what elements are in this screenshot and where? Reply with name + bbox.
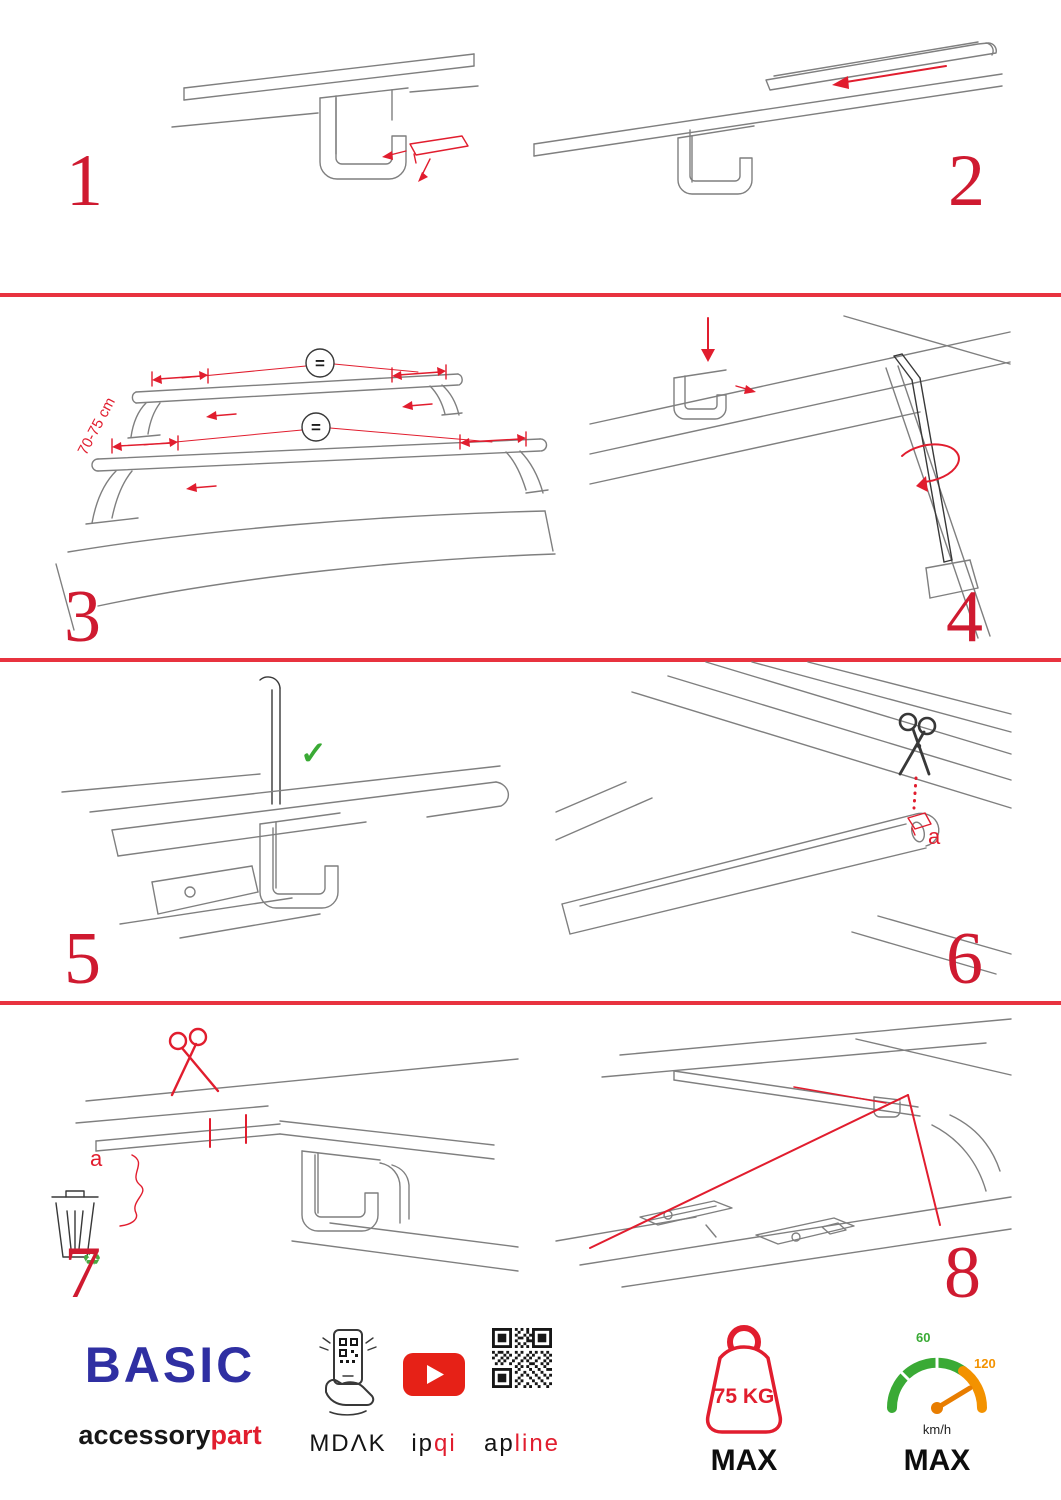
apline-red-text: line [514, 1430, 561, 1457]
crossbar-clamp [279, 1120, 495, 1232]
slide-direction-arrow [832, 65, 947, 89]
step-3-illustration: = = 70-75 cm [55, 348, 556, 631]
brand-logo-basic: BASIC [84, 1337, 256, 1393]
mounting-clamp [259, 812, 341, 909]
roof-slats [555, 661, 1012, 975]
cut-label: a [928, 824, 941, 849]
step-6-illustration: a [555, 661, 1012, 975]
step-7-illustration: a ♻ [51, 1027, 519, 1272]
ipqi-black-text: ip [411, 1430, 434, 1457]
step-1-illustration [171, 53, 479, 182]
discard-squiggle [119, 1154, 144, 1227]
alignment-lines [589, 1086, 941, 1249]
recycle-icon: ♻ [82, 1245, 102, 1270]
weight-value: 75 KG [714, 1385, 775, 1408]
mounting-clamp [677, 125, 755, 195]
step-2-number: 2 [948, 140, 985, 222]
car-roof [555, 1018, 1012, 1288]
ipqi-red-text: qi [434, 1430, 457, 1457]
speed-low-tick: 60 [916, 1330, 930, 1345]
apline-black-text: ap [483, 1430, 515, 1457]
step-8-illustration [555, 1018, 1012, 1288]
car-roof [55, 510, 556, 631]
roof-rail [171, 53, 479, 128]
weight-max-label: MAX [710, 1444, 778, 1477]
cut-label: a [90, 1146, 103, 1171]
equals-symbol: = [311, 418, 321, 437]
excess-strip [907, 812, 932, 836]
rubber-pad [382, 135, 469, 182]
partner-mdak-label: MDΛK [309, 1430, 387, 1457]
step-3-number: 3 [64, 576, 101, 658]
partner-apline-label: apline [470, 1430, 574, 1458]
speed-unit-label: km/h [922, 1422, 952, 1437]
cut-marks [209, 1114, 247, 1148]
car-roof [75, 1058, 519, 1272]
cover-strip [765, 41, 997, 91]
cut-line [912, 776, 918, 810]
section-divider [0, 658, 1061, 662]
equals-badge: = [181, 348, 419, 379]
step-2-illustration [533, 41, 1003, 195]
mounting-foot [119, 865, 321, 939]
speedometer-needle [934, 1385, 973, 1411]
mounting-clamp [673, 369, 727, 420]
brand-accessory-text: accessory [78, 1420, 211, 1450]
brand-accessorypart: accessorypart [46, 1420, 294, 1451]
step-6-number: 6 [946, 918, 983, 1000]
car-roof [589, 315, 1011, 639]
scissors-icon [898, 712, 937, 776]
step-8-number: 8 [944, 1232, 981, 1314]
trash-bin-icon [51, 1190, 99, 1258]
qr-code-icon [492, 1328, 552, 1388]
step-4-illustration [589, 315, 1011, 639]
qr-on-phone [339, 1338, 358, 1363]
section-divider [0, 293, 1061, 297]
partner-ipqi-label: ipqi [398, 1430, 470, 1458]
allen-key [893, 353, 953, 563]
weight-limit-icon: 75 KG [705, 1325, 783, 1434]
youtube-icon [403, 1353, 465, 1396]
step-4-number: 4 [946, 576, 983, 658]
step-5-illustration: ✓ [61, 676, 510, 939]
crossbar [673, 1070, 921, 1118]
crossbar [61, 765, 510, 857]
dimension-arrows [111, 364, 527, 492]
step-1-number: 1 [66, 140, 103, 222]
rotation-arrow [901, 443, 960, 492]
press-down-arrow [701, 317, 756, 394]
speedometer-icon: 60 120 [886, 1330, 996, 1414]
roof-rail [533, 73, 1003, 157]
step-5-number: 5 [64, 918, 101, 1000]
mounting-feet [639, 1200, 855, 1245]
crossbar [561, 812, 940, 935]
section-divider [0, 1001, 1061, 1005]
crossbars [85, 373, 549, 525]
speed-max-label: MAX [903, 1444, 971, 1477]
equals-badge: = [143, 412, 493, 446]
scissors-icon [168, 1027, 220, 1097]
check-icon: ✓ [300, 735, 327, 771]
step-7-number: 7 [64, 1232, 101, 1314]
phone-scan-icon [319, 1329, 377, 1416]
rubber-strip [95, 1123, 281, 1152]
locking-pin [259, 676, 281, 805]
speed-high-tick: 120 [974, 1356, 996, 1371]
mounting-clamp [319, 87, 409, 180]
equals-symbol: = [315, 354, 325, 373]
mounting-foot [925, 559, 979, 599]
brand-part-text: part [210, 1420, 262, 1450]
